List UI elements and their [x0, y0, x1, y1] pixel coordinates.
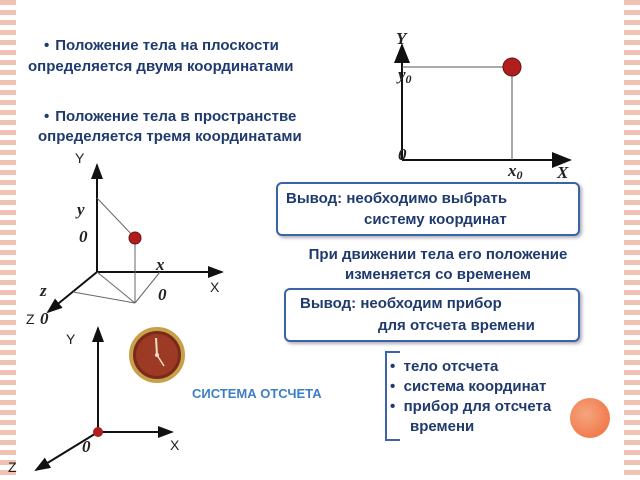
space-coordinate-graph: Y y 0 x 0 X z 0 Z: [26, 150, 224, 328]
space-guide-5: [72, 291, 136, 304]
frame-z-axis: [34, 431, 99, 472]
plane-point: [502, 57, 522, 77]
bullet-space-line1: •Положение тела в пространстве: [44, 108, 297, 125]
plane-coordinate-graph: Y y0 0 x0 X: [394, 29, 572, 182]
list-item: • система координат: [390, 378, 547, 395]
conclusion2-line2: для отсчета времени: [378, 317, 535, 334]
space-y-label: y: [75, 200, 85, 219]
space-x-label: x: [155, 255, 165, 274]
space-y-axis-label: Y: [75, 150, 85, 166]
conclusion-box-1: Вывод: необходимо выбрать систему коорди…: [276, 182, 580, 236]
brace-icon: [385, 351, 400, 441]
space-z-axis: [46, 271, 98, 314]
space-z-label: z: [39, 281, 47, 300]
bullet-icon: •: [44, 108, 50, 125]
list-item: • прибор для отсчета: [390, 398, 552, 415]
plane-x0-label: x0: [507, 161, 523, 182]
bullet-icon: •: [390, 378, 396, 395]
plane-x-axis-label: X: [556, 163, 569, 182]
conclusion-box-2: Вывод: необходим прибор для отсчета врем…: [284, 288, 580, 342]
frame-x-axis-label: X: [170, 437, 180, 453]
conclusion1-line2: систему координат: [364, 211, 507, 228]
left-decor-stripes: [0, 0, 16, 480]
space-guide-4: [134, 271, 161, 304]
conclusion2-label: Вывод: [300, 295, 352, 312]
bullet-plane-line2: определяется двумя координатами: [28, 58, 294, 75]
space-y-sub: 0: [79, 227, 88, 246]
space-x-axis-label: X: [210, 279, 220, 295]
space-z-axis-label: Z: [26, 311, 35, 327]
conclusion2-line1: : необходим прибор: [351, 295, 502, 312]
frame-origin-point: [93, 427, 103, 437]
frame-z-axis-label: Z: [8, 459, 17, 475]
bullet-space-line2: определяется тремя координатами: [38, 128, 302, 145]
plane-y-axis-label: Y: [396, 29, 408, 48]
conclusion1-line1: : необходимо выбрать: [337, 190, 508, 207]
clock-icon: [129, 327, 185, 383]
space-x-sub: 0: [158, 285, 167, 304]
frame-y-axis-label: Y: [66, 331, 76, 347]
space-guide-3: [96, 271, 136, 304]
list-item-continuation: времени: [410, 418, 475, 435]
bullet-icon: •: [390, 358, 396, 375]
plane-origin-label: 0: [398, 145, 407, 164]
bullet-icon: •: [44, 37, 50, 54]
plane-y0-label: y0: [396, 65, 412, 86]
space-guide-1: [96, 197, 136, 239]
system-label: СИСТЕМА ОТСЧЕТА: [192, 386, 322, 401]
bullet-plane-line1: •Положение тела на плоскости: [44, 37, 279, 54]
space-point: [128, 231, 142, 245]
frame-origin-label: 0: [82, 437, 91, 456]
bullet-icon: •: [390, 398, 396, 415]
right-decor-stripes: [624, 0, 640, 480]
conclusion1-label: Вывод: [286, 190, 338, 207]
space-z-sub: 0: [40, 309, 49, 328]
motion-text-line1: При движении тела его положение: [308, 246, 568, 263]
frame-coordinate-graph: Y 0 X Z: [8, 326, 180, 475]
decor-orange-circle: [570, 398, 610, 438]
reference-frame-list: • тело отсчета • система координат • при…: [390, 357, 551, 437]
list-item: • тело отсчета: [390, 358, 499, 375]
motion-text-line2: изменяется со временем: [344, 266, 532, 283]
